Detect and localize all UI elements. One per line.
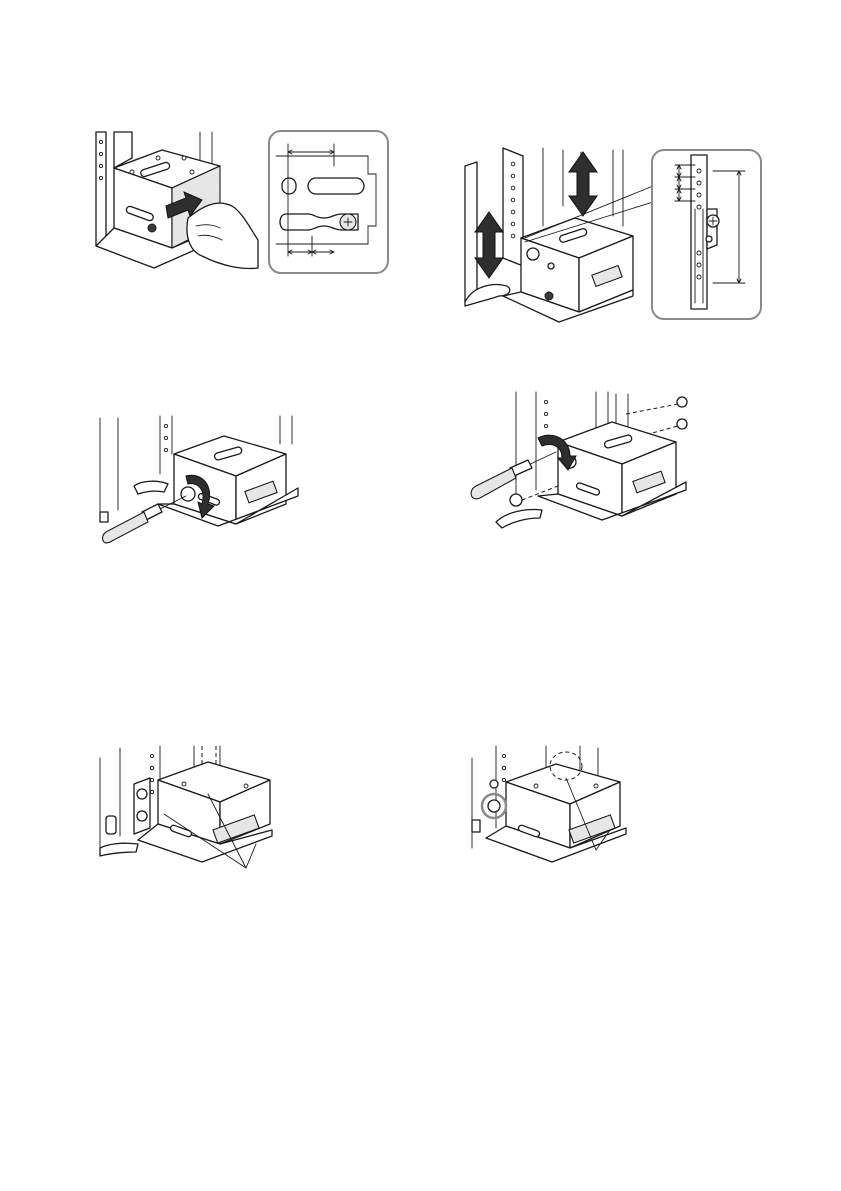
rail-hole-detail [651, 149, 762, 320]
screw-icon [137, 789, 147, 799]
screw-icon [137, 811, 147, 821]
rail-holes [502, 754, 505, 781]
screw-icon [488, 800, 500, 812]
rail-holes [164, 424, 167, 451]
up-down-arrow-icon [475, 212, 503, 278]
screwdriver-tighten-front-illustration [98, 414, 318, 548]
rail-holes [150, 754, 153, 793]
slot-dimension-detail [268, 130, 389, 274]
bracket-height-adjust-illustration [463, 146, 653, 324]
rail-holes [544, 400, 547, 427]
screwdriver-tighten-rear-illustration [466, 390, 698, 534]
screw-icon [677, 397, 687, 407]
bracket-screw-callout-right [470, 744, 638, 864]
bracket-slide-illustration [92, 128, 262, 278]
up-down-arrow-icon [569, 152, 597, 216]
screw-icon [148, 224, 156, 232]
screw-icon [510, 494, 522, 506]
bracket-screw-callout-left [98, 744, 288, 864]
screw-icon [677, 419, 687, 429]
